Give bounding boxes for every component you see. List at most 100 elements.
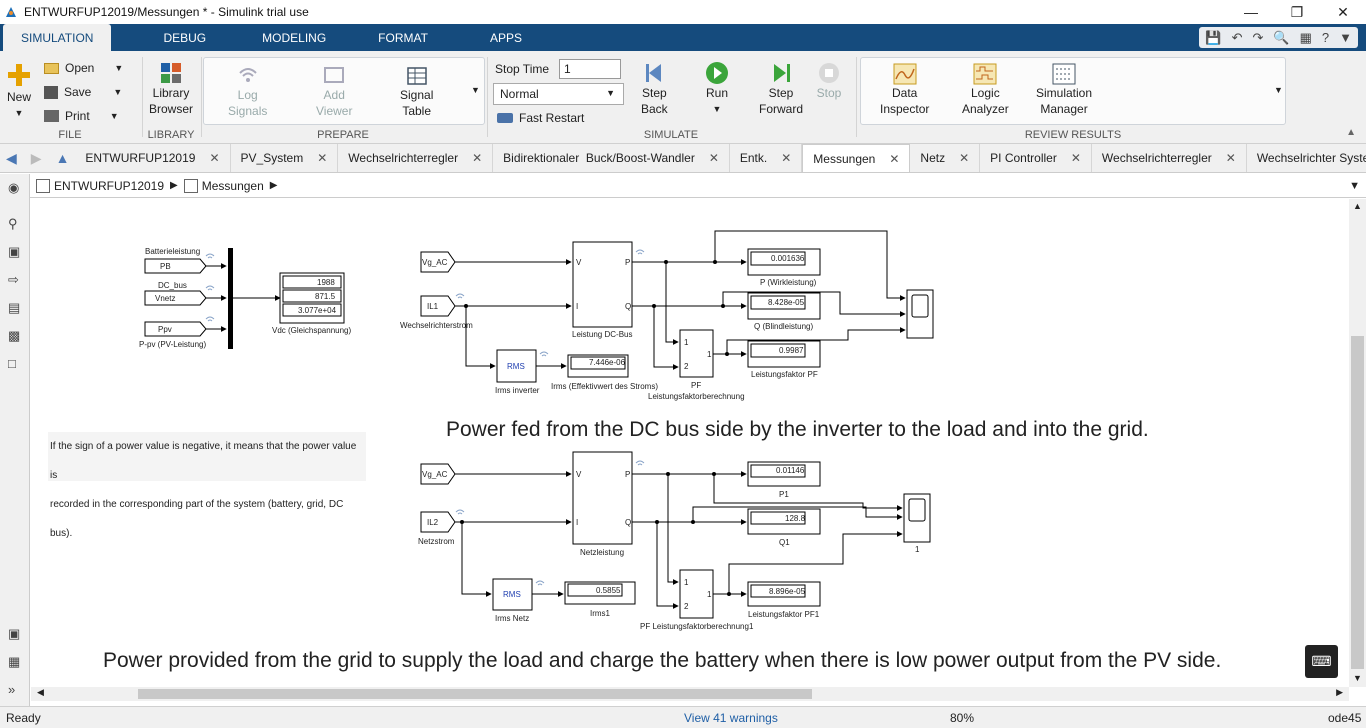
stop-button[interactable]: Stop	[816, 61, 842, 101]
tab-entk[interactable]: Entk.✕	[730, 144, 803, 172]
tab-wechselrichterregler-2[interactable]: Wechselrichterregler✕	[1092, 144, 1247, 172]
image-icon[interactable]: ▩	[8, 328, 21, 343]
display-pf[interactable]	[747, 340, 821, 368]
tab-wechselrichterregler[interactable]: Wechselrichterregler✕	[338, 144, 494, 172]
close-icon[interactable]: ✕	[1070, 151, 1081, 165]
hide-browser-icon[interactable]: ◉	[8, 180, 20, 195]
tab-messungen[interactable]: Messungen✕	[802, 144, 911, 172]
collapse-ribbon-icon[interactable]: ▲	[1346, 127, 1356, 138]
chevron-down-icon[interactable]: ▼	[1349, 179, 1360, 192]
vertical-scrollbar[interactable]: ▲ ▼	[1349, 199, 1366, 687]
chevron-down-icon[interactable]: ▼	[471, 85, 480, 95]
chevron-right-icon[interactable]: ▶	[170, 180, 178, 191]
display-irms1[interactable]	[564, 581, 636, 605]
close-icon[interactable]: ✕	[708, 151, 719, 165]
scroll-left-icon[interactable]: ◀	[37, 687, 44, 697]
signal-table-button[interactable]: Signal Table	[400, 65, 433, 119]
step-back-button[interactable]: Step Back	[641, 61, 668, 117]
tab-format[interactable]: FORMAT	[378, 30, 428, 45]
up-arrow-icon[interactable]: ▲	[55, 150, 70, 166]
from-vg-ac[interactable]	[420, 251, 456, 273]
display-p1[interactable]	[747, 461, 821, 487]
minimize-icon[interactable]: —	[1244, 4, 1258, 20]
from-vg-ac-2[interactable]	[420, 463, 456, 485]
from-il1[interactable]	[420, 295, 456, 317]
vertical-scroll-thumb[interactable]	[1351, 336, 1364, 669]
save-icon[interactable]: 💾	[1205, 29, 1222, 45]
goto-pb[interactable]	[144, 258, 207, 274]
library-browser-button[interactable]: Library Browser	[149, 61, 193, 117]
scroll-right-icon[interactable]: ▶	[1336, 687, 1343, 697]
zoom-icon[interactable]: ▦	[1299, 29, 1312, 45]
display-q-blindleistung[interactable]	[747, 292, 821, 320]
close-icon[interactable]: ✕	[209, 151, 220, 165]
tab-modeling[interactable]: MODELING	[262, 30, 327, 45]
display-vdc[interactable]	[279, 272, 345, 324]
display-pf1[interactable]	[747, 581, 821, 607]
restore-icon[interactable]: ❐	[1290, 3, 1304, 20]
tab-entwurfup12019[interactable]: ENTWURFUP12019✕	[75, 144, 231, 172]
simulation-manager-button[interactable]: Simulation Manager	[1036, 63, 1092, 117]
warnings-link[interactable]: View 41 warnings	[684, 711, 778, 725]
chevron-down-icon[interactable]: ▼	[1339, 30, 1352, 45]
redo-icon[interactable]: ↷	[1252, 29, 1264, 45]
simulation-mode-select[interactable]: Normal ▼	[493, 83, 624, 105]
step-forward-button[interactable]: Step Forward	[759, 61, 803, 117]
undo-icon[interactable]: ↶	[1231, 29, 1243, 45]
scroll-up-icon[interactable]: ▲	[1353, 201, 1362, 211]
tab-apps[interactable]: APPS	[489, 30, 522, 45]
tab-debug[interactable]: DEBUG	[163, 30, 207, 45]
breadcrumb-child[interactable]: Messungen	[201, 178, 264, 193]
tab-pv-system[interactable]: PV_System✕	[231, 144, 339, 172]
block-netzleistung[interactable]	[572, 451, 633, 545]
model-canvas[interactable]: Batterieleistung PB DC_bus Vnetz Ppv P-p…	[31, 199, 1349, 687]
display-p-wirkleistung[interactable]	[747, 248, 821, 276]
tab-pi-controller[interactable]: PI Controller✕	[980, 144, 1092, 172]
close-icon[interactable]: ✕	[317, 151, 328, 165]
add-viewer-button[interactable]: Add Viewer	[316, 65, 352, 119]
chevron-right-icon[interactable]: ▶	[269, 180, 278, 191]
scroll-down-icon[interactable]: ▼	[1353, 673, 1362, 683]
open-button[interactable]: Open▼	[44, 61, 123, 75]
solver-name[interactable]: ode45	[1328, 711, 1362, 725]
from-il2[interactable]	[420, 511, 456, 533]
chevron-down-icon[interactable]: ▼	[1274, 85, 1283, 95]
run-button[interactable]: Run ▼	[704, 61, 730, 117]
mux-block[interactable]	[228, 248, 233, 349]
search-icon[interactable]: 🔍	[1273, 29, 1290, 45]
forward-arrow-icon[interactable]: ▶	[30, 149, 42, 166]
tab-netz[interactable]: Netz✕	[910, 144, 981, 172]
fit-view-icon[interactable]: ▣	[8, 244, 21, 259]
tab-wechselrichter-system[interactable]: Wechselrichter System✕	[1247, 144, 1366, 172]
horizontal-scrollbar[interactable]: ◀ ▶	[31, 687, 1349, 701]
print-button[interactable]: Print▼	[44, 109, 119, 123]
expand-icon[interactable]: »	[8, 682, 16, 697]
scope-2[interactable]	[903, 493, 931, 543]
new-button[interactable]: New ▼	[6, 61, 32, 121]
scope-1[interactable]	[906, 289, 934, 339]
tab-buck-boost[interactable]: Bidirektionaler Buck/Boost-Wandler✕	[493, 144, 730, 172]
area-icon[interactable]: □	[8, 356, 16, 371]
stop-time-input[interactable]: 1	[559, 59, 622, 79]
close-icon[interactable]: ✕	[472, 151, 483, 165]
log-signals-button[interactable]: Log Signals	[228, 65, 267, 119]
annotation-icon[interactable]: ▤	[8, 300, 21, 315]
display-q1[interactable]	[747, 508, 821, 535]
block-leistung-dc-bus[interactable]	[572, 241, 633, 328]
camera-icon[interactable]: ▣	[8, 626, 21, 641]
breadcrumb-root[interactable]: ENTWURFUP12019	[54, 178, 165, 193]
goto-vnetz[interactable]	[144, 290, 207, 306]
fast-restart-button[interactable]: Fast Restart	[497, 111, 584, 125]
help-icon[interactable]: ?	[1321, 30, 1330, 45]
close-icon[interactable]: ✕	[959, 151, 970, 165]
close-icon[interactable]: ✕	[781, 151, 792, 165]
zoom-in-icon[interactable]: ⚲	[8, 216, 18, 231]
display-irms[interactable]	[567, 354, 629, 378]
model-data-icon[interactable]: ▦	[8, 654, 21, 669]
back-arrow-icon[interactable]: ◀	[6, 149, 17, 166]
tab-simulation[interactable]: SIMULATION	[3, 24, 112, 51]
close-icon[interactable]: ✕	[889, 151, 900, 166]
save-button[interactable]: Save▼	[44, 85, 122, 99]
close-icon[interactable]: ✕	[1337, 3, 1349, 20]
horizontal-scroll-thumb[interactable]	[138, 689, 812, 699]
